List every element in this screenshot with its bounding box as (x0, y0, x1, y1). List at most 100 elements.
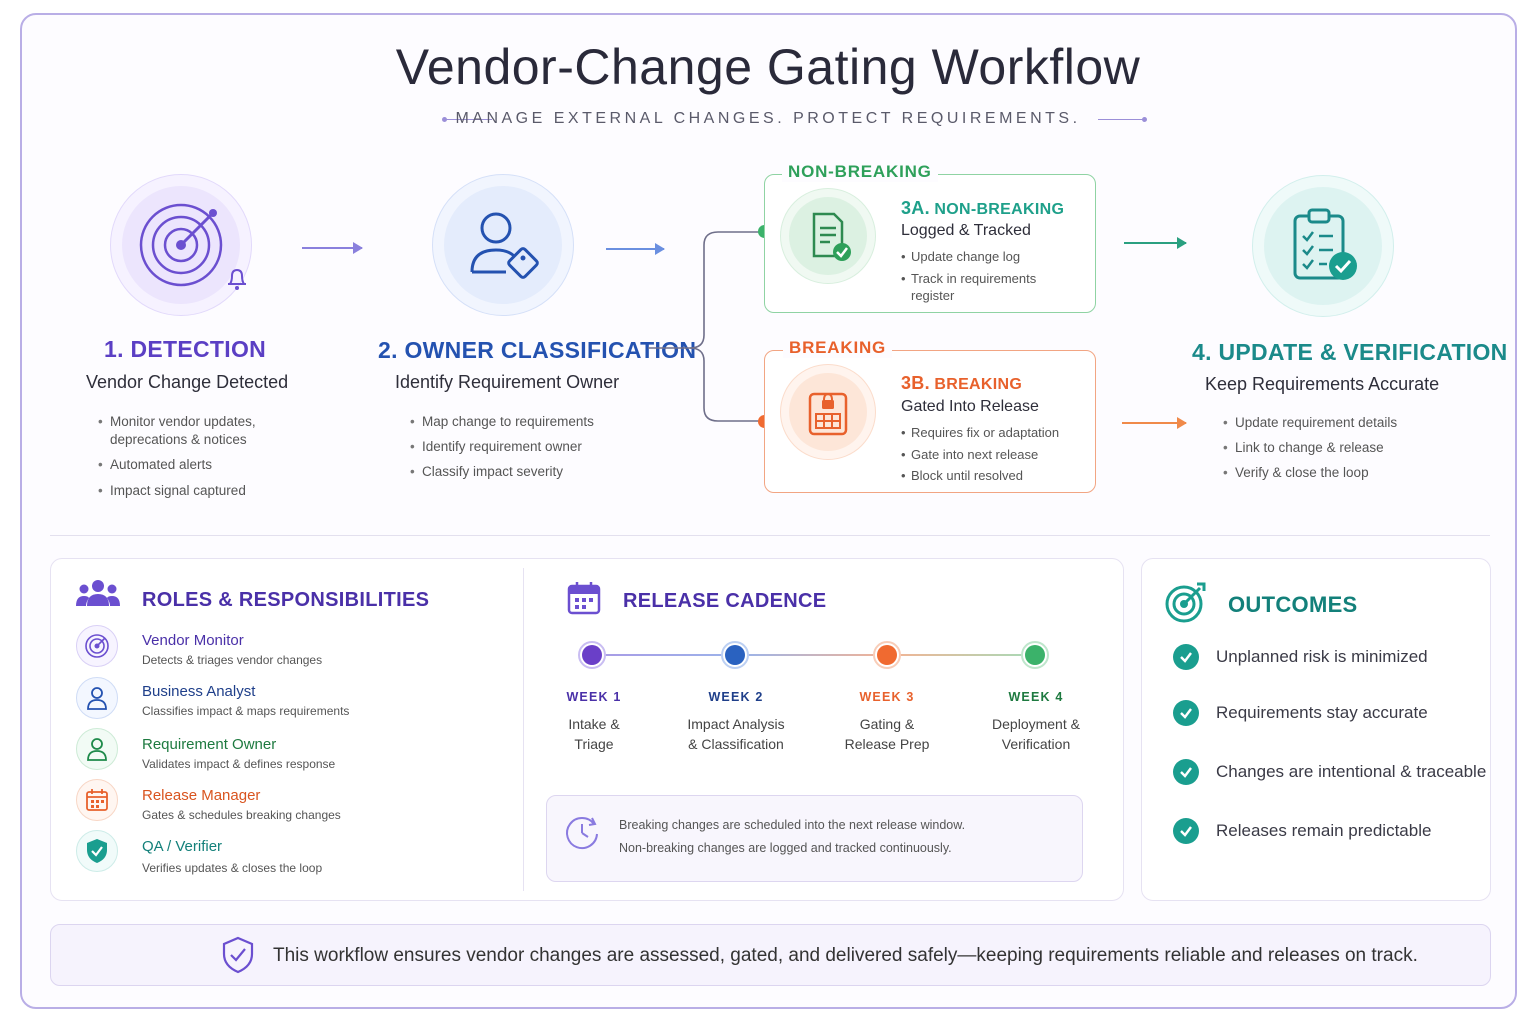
bullet: Automated alerts (98, 456, 288, 474)
role-desc: Detects & triages vendor changes (142, 653, 323, 667)
outcome-item: Requirements stay accurate (1216, 703, 1428, 722)
clock-icon (562, 812, 602, 857)
timeline-line (594, 654, 1036, 656)
check-icon (1173, 818, 1199, 844)
classification-subtitle: Identify Requirement Owner (395, 372, 620, 392)
check-icon (1173, 759, 1199, 785)
user-tag-icon (444, 186, 562, 304)
check-icon (1173, 644, 1199, 670)
target-icon (1164, 580, 1208, 629)
footer-text: This workflow ensures vendor changes are… (273, 945, 1418, 966)
verification-subtitle: Keep Requirements Accurate (1205, 374, 1440, 394)
week-3-dot (873, 641, 901, 669)
week-desc: Gating & Release Prep (844, 716, 930, 753)
bullet: Link to change & release (1223, 439, 1423, 457)
branch-connector (648, 231, 764, 422)
shield-check-icon (221, 936, 255, 979)
people-icon (76, 578, 120, 615)
verification-ring (1252, 175, 1394, 317)
role-desc: Validates impact & defines response (142, 757, 336, 771)
breaking-title: 3B. BREAKING (901, 373, 1023, 393)
bell-icon (222, 263, 252, 298)
radar-icon (76, 625, 118, 667)
non-breaking-tag: NON-BREAKING (782, 162, 938, 182)
user-icon (76, 728, 118, 770)
role-name: Requirement Owner (142, 736, 277, 753)
verification-bullets: Update requirement details Link to chang… (1223, 414, 1423, 490)
bullet: Update change log (901, 248, 1081, 266)
role-desc: Gates & schedules breaking changes (142, 808, 341, 822)
outcomes-card (1141, 558, 1491, 901)
detection-subtitle: Vendor Change Detected (86, 372, 289, 392)
bullet: Verify & close the loop (1223, 464, 1423, 482)
week-desc: Impact Analysis & Classification (687, 716, 785, 753)
bullet: Impact signal captured (98, 482, 288, 500)
bullet: Block until resolved (901, 467, 1086, 485)
page-subtitle: MANAGE EXTERNAL CHANGES. PROTECT REQUIRE… (455, 110, 1081, 127)
roles-title: ROLES & RESPONSIBILITIES (142, 589, 430, 611)
classification-title: 2. OWNER CLASSIFICATION (378, 337, 697, 363)
page-title: Vendor-Change Gating Workflow (395, 39, 1141, 95)
classification-ring (432, 174, 574, 316)
arrow-right (1122, 417, 1187, 429)
role-desc: Classifies impact & maps requirements (142, 704, 350, 718)
detection-title: 1. DETECTION (104, 336, 267, 362)
bullet: Track in requirements register (901, 270, 1081, 305)
outcome-item: Changes are intentional & traceable (1216, 762, 1487, 781)
week-label: WEEK 2 (708, 690, 764, 704)
detection-bullets: Monitor vendor updates, deprecations & n… (98, 413, 288, 507)
non-breaking-subtitle: Logged & Tracked (901, 222, 1031, 239)
week-4-dot (1021, 641, 1049, 669)
subtitle-line-left (446, 119, 492, 120)
breaking-bullets: Requires fix or adaptation Gate into nex… (901, 424, 1086, 489)
week-label: WEEK 1 (566, 690, 622, 704)
calendar-icon (76, 779, 118, 821)
shield-check-icon (76, 830, 118, 872)
breaking-tag: BREAKING (783, 338, 893, 358)
breaking-subtitle: Gated Into Release (901, 398, 1039, 415)
bullet: Identify requirement owner (410, 438, 610, 456)
check-icon (1173, 700, 1199, 726)
bullet: Gate into next release (901, 446, 1086, 464)
role-name: Vendor Monitor (142, 632, 244, 649)
classification-bullets: Map change to requirements Identify requ… (410, 413, 610, 489)
non-breaking-title: 3A. NON-BREAKING (901, 198, 1065, 218)
week-desc: Deployment & Verification (992, 716, 1080, 753)
bullet: Update requirement details (1223, 414, 1423, 432)
role-name: Release Manager (142, 787, 261, 804)
week-desc: Intake & Triage (568, 716, 620, 753)
bullet: Requires fix or adaptation (901, 424, 1086, 442)
radar-icon (122, 186, 240, 304)
outcomes-title: OUTCOMES (1228, 592, 1358, 617)
non-breaking-bullets: Update change log Track in requirements … (901, 248, 1081, 309)
subtitle-line-right (1098, 119, 1144, 120)
detection-ring (110, 174, 252, 316)
role-name: Business Analyst (142, 683, 256, 700)
role-name: QA / Verifier (142, 838, 223, 855)
week-label: WEEK 3 (859, 690, 915, 704)
week-1-dot (578, 641, 606, 669)
arrow-right (1124, 237, 1187, 249)
calendar-icon (566, 580, 602, 621)
gate-ring (780, 364, 876, 460)
card-divider (523, 568, 524, 891)
bullet: Map change to requirements (410, 413, 610, 431)
arrow-right (302, 242, 363, 254)
lock-grid-icon (789, 373, 867, 451)
week-label: WEEK 4 (1008, 690, 1064, 704)
section-divider (50, 535, 1490, 536)
role-desc: Verifies updates & closes the loop (142, 861, 323, 875)
document-check-icon (789, 197, 867, 275)
verification-title: 4. UPDATE & VERIFICATION (1192, 339, 1508, 365)
cadence-note (546, 795, 1083, 882)
arrow-right (606, 243, 665, 255)
cadence-title: RELEASE CADENCE (623, 590, 827, 612)
outcome-item: Releases remain predictable (1216, 821, 1432, 840)
note-line-2: Non-breaking changes are logged and trac… (619, 841, 952, 855)
bullet: Classify impact severity (410, 463, 610, 481)
user-icon (76, 677, 118, 719)
subtitle-dot-left (442, 117, 447, 122)
bullet: Monitor vendor updates, deprecations & n… (98, 413, 288, 449)
outcome-item: Unplanned risk is minimized (1216, 647, 1428, 666)
note-line-1: Breaking changes are scheduled into the … (619, 818, 966, 832)
